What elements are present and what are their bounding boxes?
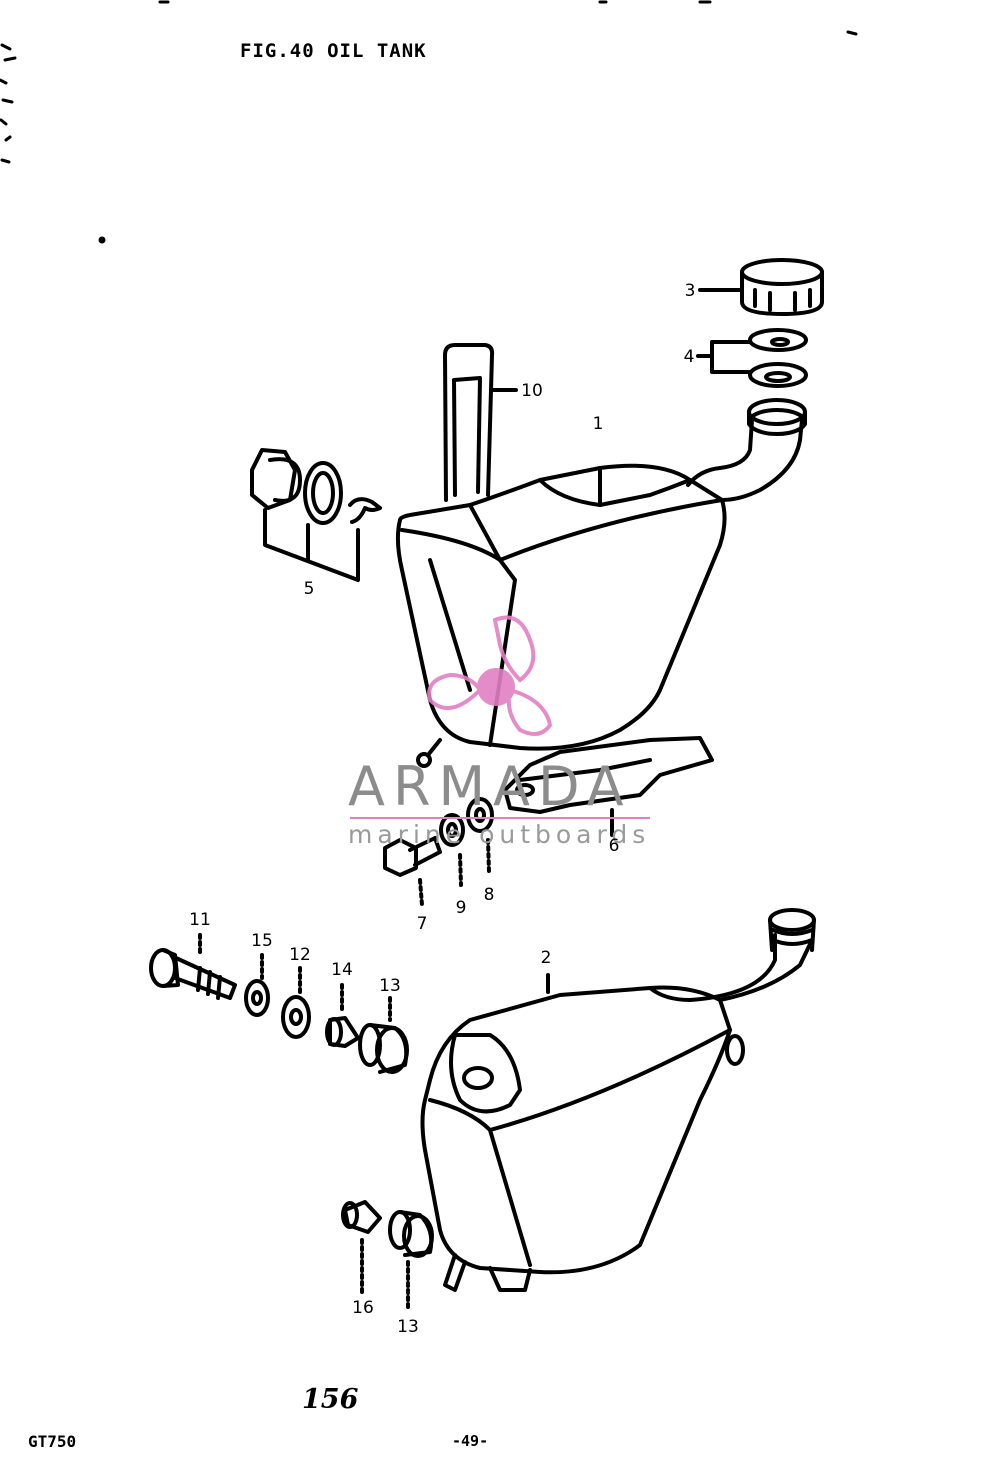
sub-page-number: -49- <box>452 1432 489 1450</box>
callout-13-lower: 13 <box>397 1317 419 1337</box>
upper-oil-tank-part-1 <box>395 398 807 768</box>
watermark-tagline: marine outboards <box>348 820 651 849</box>
callout-12: 12 <box>289 945 311 965</box>
callout-3: 3 <box>684 281 696 301</box>
strap-part-10 <box>443 343 518 502</box>
grommet-part-13-upper <box>358 996 409 1074</box>
callout-2: 2 <box>540 948 552 968</box>
callout-9: 9 <box>455 898 467 918</box>
callout-10: 10 <box>521 381 543 401</box>
washer-part-8 <box>466 797 494 874</box>
callout-15: 15 <box>251 931 273 951</box>
scan-specks <box>0 0 858 244</box>
spacer-part-14 <box>325 983 360 1048</box>
cap-gaskets-part-4 <box>696 328 808 388</box>
lower-oil-tank-part-2 <box>420 908 816 1292</box>
callout-6: 6 <box>608 836 620 856</box>
grommet-part-13-lower <box>388 1210 434 1310</box>
callout-13-upper: 13 <box>379 976 401 996</box>
callout-11: 11 <box>189 910 211 930</box>
watermark-brand-name: ARMADA <box>348 755 632 818</box>
page-number: 156 <box>302 1384 359 1415</box>
callout-4: 4 <box>683 347 695 367</box>
bolt-part-7 <box>383 836 442 907</box>
washer-part-15 <box>244 953 270 1017</box>
long-bolt-part-11 <box>149 933 237 1000</box>
callout-16: 16 <box>352 1298 374 1318</box>
bracket-part-6 <box>503 736 714 837</box>
model-code: GT750 <box>28 1432 77 1451</box>
washer-part-12 <box>281 966 311 1039</box>
washer-part-9 <box>439 813 465 887</box>
callout-8: 8 <box>483 885 495 905</box>
propeller-logo-icon <box>427 615 553 736</box>
filler-cap-part-3 <box>698 258 824 316</box>
callout-14: 14 <box>331 960 353 980</box>
gauge-assembly-part-5 <box>250 448 382 582</box>
callout-5: 5 <box>303 579 315 599</box>
spacer-part-16 <box>341 1200 382 1294</box>
figure-title: FIG.40 OIL TANK <box>240 40 427 62</box>
callout-7: 7 <box>416 914 428 934</box>
callout-1: 1 <box>592 414 604 434</box>
